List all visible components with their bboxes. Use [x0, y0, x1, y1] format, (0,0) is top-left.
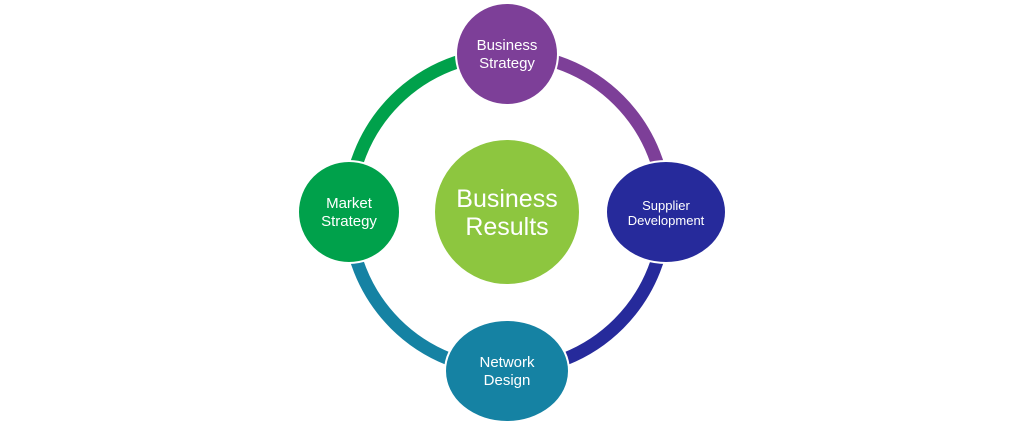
node-label-line1: Network	[479, 354, 535, 371]
node-network-design: Network Design	[444, 319, 570, 423]
node-label-line1: Market	[326, 195, 373, 212]
center-label-line1: Business	[456, 185, 557, 213]
node-label-line1: Business	[477, 37, 538, 54]
center-node-business-results: Business Results	[433, 138, 581, 286]
node-label-line2: Design	[484, 372, 531, 389]
center-label-line2: Results	[465, 213, 548, 241]
node-label-line1: Supplier	[642, 198, 690, 213]
node-label-line2: Development	[628, 213, 705, 228]
node-supplier-development: Supplier Development	[605, 160, 727, 264]
node-label-line2: Strategy	[321, 213, 377, 230]
node-business-strategy: Business Strategy	[455, 2, 559, 106]
node-market-strategy: Market Strategy	[297, 160, 401, 264]
node-label-line2: Strategy	[479, 55, 535, 72]
